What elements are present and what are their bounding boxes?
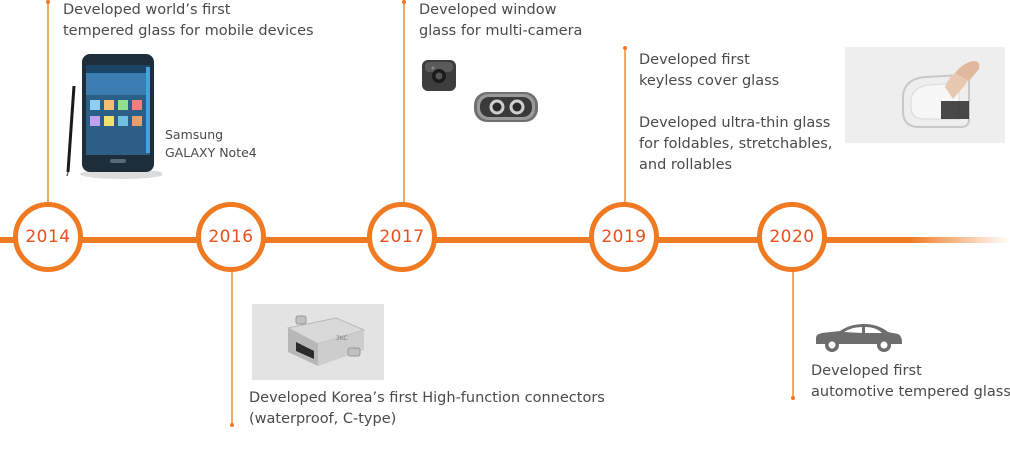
timeline-line [0, 237, 1010, 243]
event-2017-line2: glass for multi-camera [419, 23, 583, 39]
event-2019-ultrathin-line2: for foldables, stretchables, [639, 136, 833, 152]
year-node-2016: 2016 [196, 202, 266, 272]
event-2019-ultrathin-line3: and rollables [639, 157, 733, 173]
connector-dot-2016 [230, 423, 234, 427]
connector-line-2020 [792, 271, 794, 399]
connector-image: 3KC [252, 304, 384, 380]
connector-line-2019 [624, 48, 626, 203]
event-2016-text: Developed Korea’s first High-function co… [249, 388, 605, 430]
event-2014-text: Developed world’s first tempered glass f… [63, 0, 314, 42]
event-2016-line2: (waterproof, C-type) [249, 411, 397, 427]
keyless-glass-image [845, 47, 1005, 143]
connector-line-2014 [47, 0, 49, 203]
event-2019-ultrathin-line1: Developed ultra-thin glass [639, 115, 831, 131]
event-2014-line2: tempered glass for mobile devices [63, 23, 314, 39]
year-node-2014: 2014 [13, 202, 83, 272]
event-2019-keyless-text: Developed first keyless cover glass [639, 50, 779, 92]
connector-dot-2019 [623, 46, 627, 50]
event-2014-line1: Developed world’s first [63, 2, 231, 18]
phone-caption-line2: GALAXY Note4 [165, 145, 257, 160]
phone-caption-line1: Samsung [165, 127, 224, 142]
year-node-2017: 2017 [367, 202, 437, 272]
connector-dot-2017 [402, 0, 406, 4]
event-2019-ultrathin-text: Developed ultra-thin glass for foldables… [639, 113, 832, 176]
camera-window-glass-image [422, 60, 456, 91]
svg-text:3KC: 3KC [336, 335, 348, 342]
year-node-2019: 2019 [589, 202, 659, 272]
year-node-2020: 2020 [757, 202, 827, 272]
event-2020-text: Developed first automotive tempered glas… [811, 361, 1010, 403]
car-icon [816, 324, 902, 352]
event-2016-line1: Developed Korea’s first High-function co… [249, 390, 605, 406]
connector-dot-2014 [46, 0, 50, 4]
event-2017-text: Developed window glass for multi-camera [419, 0, 582, 42]
connector-line-2016 [231, 271, 233, 426]
event-2020-line1: Developed first [811, 363, 922, 379]
phone-caption: Samsung GALAXY Note4 [165, 126, 257, 162]
phone-image [66, 54, 162, 179]
connector-dot-2020 [791, 396, 795, 400]
connector-line-2017 [403, 0, 405, 203]
dual-camera-window-glass-image [474, 92, 538, 122]
event-2019-keyless-line1: Developed first [639, 52, 750, 68]
event-2020-line2: automotive tempered glass [811, 384, 1010, 400]
event-2019-keyless-line2: keyless cover glass [639, 73, 780, 89]
event-2017-line1: Developed window [419, 2, 557, 18]
